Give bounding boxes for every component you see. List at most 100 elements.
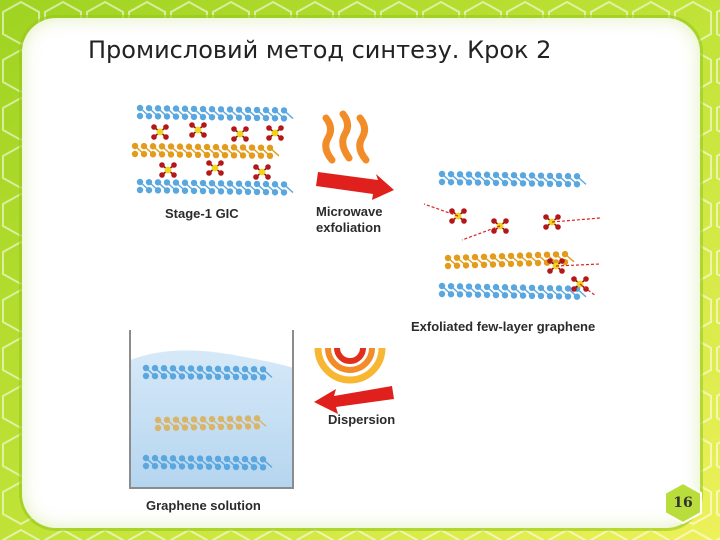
atom	[224, 374, 230, 380]
atom	[173, 113, 179, 119]
atom	[155, 425, 161, 431]
atom	[182, 424, 188, 430]
atom	[454, 263, 460, 269]
atom	[161, 463, 167, 469]
atom	[499, 261, 505, 267]
atom	[152, 463, 158, 469]
atom	[529, 293, 535, 299]
solution-label: Graphene solution	[146, 498, 261, 513]
molecule	[151, 124, 169, 140]
atom	[240, 152, 246, 158]
atom	[481, 262, 487, 268]
atom	[517, 260, 523, 266]
atom	[263, 189, 269, 195]
atom	[227, 114, 233, 120]
atom	[197, 373, 203, 379]
atom	[272, 189, 278, 195]
atom	[227, 424, 233, 430]
atom	[218, 114, 224, 120]
atom	[227, 188, 233, 194]
atom	[254, 115, 260, 121]
atom	[200, 114, 206, 120]
atom	[191, 188, 197, 194]
atom	[146, 113, 152, 119]
atom	[236, 423, 242, 429]
atom	[188, 373, 194, 379]
expansion-arrows	[424, 204, 600, 296]
atom	[260, 464, 266, 470]
molecule	[189, 122, 207, 138]
atom	[236, 114, 242, 120]
atom	[245, 115, 251, 121]
atom	[132, 151, 138, 157]
dispersion-arrow-icon	[314, 386, 394, 414]
atom	[260, 374, 266, 380]
atom	[141, 151, 147, 157]
exfoliated-label: Exfoliated few-layer graphene	[411, 319, 595, 334]
atom	[565, 181, 571, 187]
atom	[439, 291, 445, 297]
atom	[502, 292, 508, 298]
atom	[556, 293, 562, 299]
page-number: 16	[661, 481, 705, 525]
microwave-arrow-icon	[316, 172, 394, 200]
atom	[263, 115, 269, 121]
atom	[137, 113, 143, 119]
atom	[173, 187, 179, 193]
atom	[493, 292, 499, 298]
atom	[484, 180, 490, 186]
atom	[547, 181, 553, 187]
atom	[137, 187, 143, 193]
atom	[215, 374, 221, 380]
atom	[155, 113, 161, 119]
atom	[267, 153, 273, 159]
atom	[191, 424, 197, 430]
atom	[155, 187, 161, 193]
molecule	[159, 162, 177, 178]
atom	[231, 152, 237, 158]
atom	[168, 151, 174, 157]
atom	[526, 260, 532, 266]
atom	[457, 179, 463, 185]
atom	[254, 189, 260, 195]
atom	[170, 373, 176, 379]
atom	[529, 180, 535, 186]
atom	[242, 374, 248, 380]
atom	[182, 114, 188, 120]
graphene-sheet	[132, 143, 279, 159]
atom	[170, 463, 176, 469]
atom	[195, 152, 201, 158]
atom	[249, 152, 255, 158]
atom	[556, 181, 562, 187]
atom	[272, 115, 278, 121]
graphene-sheet	[439, 283, 586, 300]
atom	[574, 294, 580, 300]
microwave-label-line1: Microwave	[316, 204, 382, 219]
atom	[565, 293, 571, 299]
atom	[146, 187, 152, 193]
atom	[197, 463, 203, 469]
atom	[502, 180, 508, 186]
atom	[233, 374, 239, 380]
molecule	[253, 164, 271, 180]
atom	[233, 464, 239, 470]
molecule	[206, 160, 224, 176]
atom	[206, 374, 212, 380]
atom	[466, 291, 472, 297]
atom	[204, 152, 210, 158]
atom	[258, 152, 264, 158]
atom	[161, 373, 167, 379]
atom	[164, 187, 170, 193]
atom	[511, 292, 517, 298]
molecule	[266, 125, 284, 141]
atom	[520, 180, 526, 186]
sonication-waves-icon	[318, 348, 382, 380]
atom	[457, 291, 463, 297]
atom	[159, 151, 165, 157]
atom	[472, 262, 478, 268]
atom	[254, 423, 260, 429]
atom	[245, 423, 251, 429]
atom	[177, 151, 183, 157]
molecule	[231, 126, 249, 142]
atom	[574, 181, 580, 187]
